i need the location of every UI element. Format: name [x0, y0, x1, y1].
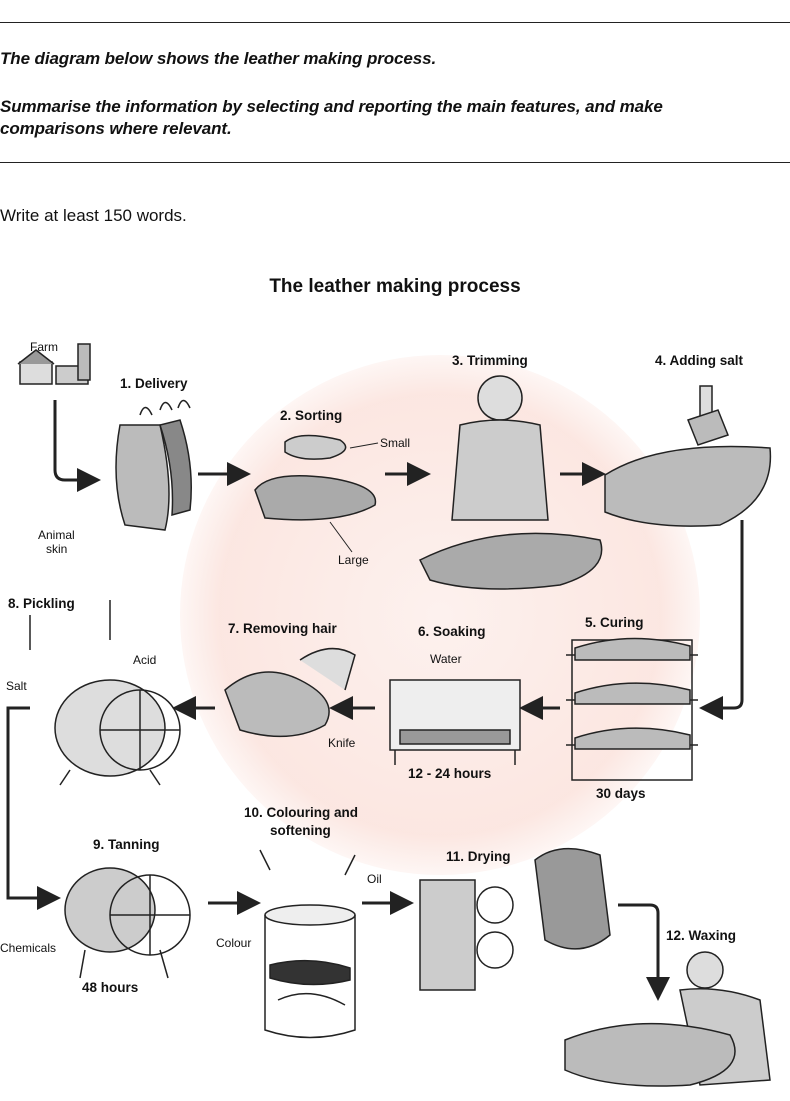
drying-skins-icon — [534, 847, 611, 950]
step-label-softening: softening — [270, 823, 331, 838]
duration-soaking: 12 - 24 hours — [408, 766, 492, 781]
label-farm: Farm — [30, 340, 58, 354]
colour-oil-pipes — [259, 849, 356, 876]
step-label-sorting: 2. Sorting — [280, 408, 343, 423]
hanging-skins-icon — [115, 399, 192, 531]
pipe-8-9 — [6, 706, 61, 910]
watermark-logo — [180, 355, 700, 875]
step-label-tanning: 9. Tanning — [93, 837, 160, 852]
salted-skins-icon — [604, 445, 772, 527]
step-label-soaking: 6. Soaking — [418, 624, 486, 639]
bottom-rule — [0, 162, 790, 163]
pipe-4-5 — [699, 520, 744, 720]
pipe-11-12 — [618, 903, 670, 1001]
salt-shaker-icon — [687, 385, 729, 446]
trimming-worker-icon — [418, 375, 603, 590]
pickling-drum-icon — [29, 600, 181, 786]
label-salt: Salt — [6, 679, 27, 693]
label-chemicals: Chemicals — [0, 941, 57, 955]
step-label-curing: 5. Curing — [585, 615, 644, 630]
colouring-vat-icon — [264, 904, 356, 1039]
label-large: Large — [338, 553, 369, 567]
word-count-instruction: Write at least 150 words. — [0, 206, 187, 225]
task-line-1: The diagram below shows the leather maki… — [0, 49, 437, 68]
step-label-pickling: 8. Pickling — [8, 596, 75, 611]
hair-removal-icon — [224, 671, 330, 738]
step-label-waxing: 12. Waxing — [666, 928, 737, 943]
step-label-colouring: 10. Colouring and — [244, 805, 359, 820]
task-line-2a: Summarise the information by selecting a… — [0, 97, 663, 116]
label-knife: Knife — [328, 736, 356, 750]
label-water: Water — [430, 652, 462, 666]
label-colour: Colour — [216, 936, 252, 950]
delivery-pipe — [53, 400, 101, 492]
label-small: Small — [380, 436, 411, 450]
duration-curing: 30 days — [596, 786, 646, 801]
drying-machine-icon — [419, 879, 514, 991]
step-label-trimming: 3. Trimming — [452, 353, 528, 368]
waxing-worker-icon — [564, 951, 771, 1087]
step-label-drying: 11. Drying — [446, 849, 511, 864]
label-animal-skin-2: skin — [46, 542, 68, 556]
duration-tanning: 48 hours — [82, 980, 139, 995]
step-label-delivery: 1. Delivery — [120, 376, 188, 391]
tanning-drum-icon — [64, 867, 191, 979]
curing-rack-icon — [566, 637, 698, 781]
sorted-skins-icon — [254, 434, 377, 521]
label-oil: Oil — [367, 872, 382, 886]
label-animal-skin-1: Animal — [38, 528, 75, 542]
farm-icon — [17, 343, 91, 385]
diagram-title: The leather making process — [269, 276, 521, 297]
label-acid: Acid — [133, 653, 157, 667]
step-label-removing-hair: 7. Removing hair — [228, 621, 337, 636]
step-label-adding-salt: 4. Adding salt — [655, 353, 744, 368]
top-rule — [0, 22, 790, 23]
task-line-2b: comparisons where relevant. — [0, 119, 232, 138]
soaking-tank-icon — [389, 679, 521, 765]
